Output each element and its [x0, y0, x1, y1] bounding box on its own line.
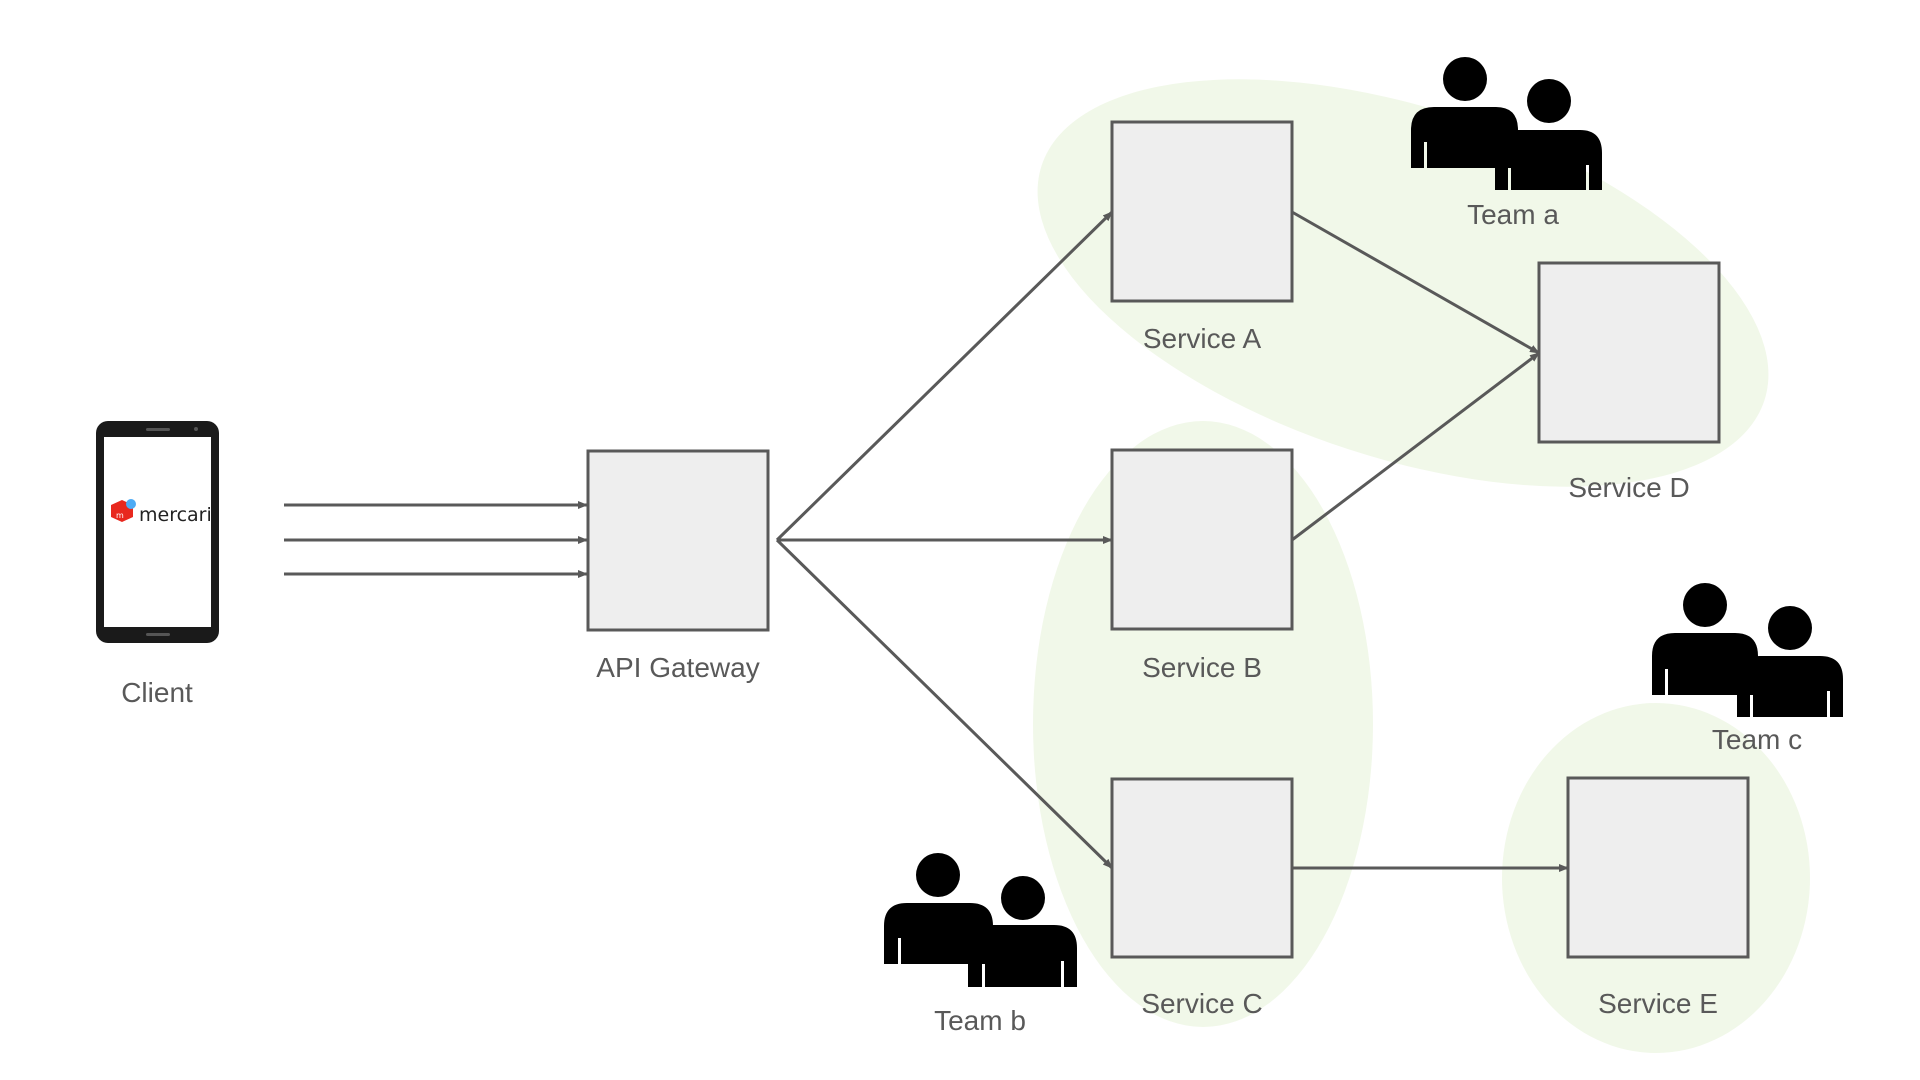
service-a-box[interactable]	[1110, 120, 1294, 303]
person-icon	[968, 876, 1077, 987]
edge-b-d	[1291, 351, 1540, 542]
service-c-label: Service C	[1141, 988, 1262, 1019]
person-icon	[1652, 583, 1758, 695]
person-icon	[1737, 606, 1843, 717]
service-d-label: Service D	[1568, 472, 1689, 503]
team-b-label: Team b	[934, 1005, 1026, 1036]
team-b-icon	[884, 853, 1077, 987]
client-label: Client	[121, 677, 193, 708]
team-c-label: Team c	[1712, 724, 1802, 755]
phone-camera	[194, 427, 198, 431]
person-icon	[1411, 57, 1518, 168]
phone-screen	[104, 437, 211, 627]
phone-home-bar	[146, 633, 170, 636]
edge-gateway-a	[775, 210, 1114, 542]
mercari-logo-glyph: m	[116, 511, 124, 520]
service-b-label: Service B	[1142, 652, 1262, 683]
edge-a-d	[1291, 210, 1540, 355]
service-e-box[interactable]	[1566, 776, 1750, 959]
phone-speaker	[146, 428, 170, 431]
client-phone: m mercari	[96, 421, 219, 643]
service-e-label: Service E	[1598, 988, 1718, 1019]
service-d-box[interactable]	[1537, 261, 1721, 444]
service-c-box[interactable]	[1110, 777, 1294, 959]
team-a-icon	[1411, 57, 1602, 190]
person-icon	[884, 853, 993, 964]
team-a-label: Team a	[1467, 199, 1559, 230]
mercari-logo-text: mercari	[139, 504, 212, 526]
service-b-box[interactable]	[1110, 448, 1294, 631]
edge-gateway-c	[775, 538, 1114, 870]
mercari-logo: m mercari	[111, 499, 212, 526]
person-icon	[1495, 79, 1602, 190]
team-c-icon	[1652, 583, 1843, 717]
api-gateway-box[interactable]	[586, 449, 770, 632]
mercari-logo-dot	[126, 499, 136, 509]
service-a-label: Service A	[1143, 323, 1262, 354]
api-gateway-label: API Gateway	[596, 652, 759, 683]
